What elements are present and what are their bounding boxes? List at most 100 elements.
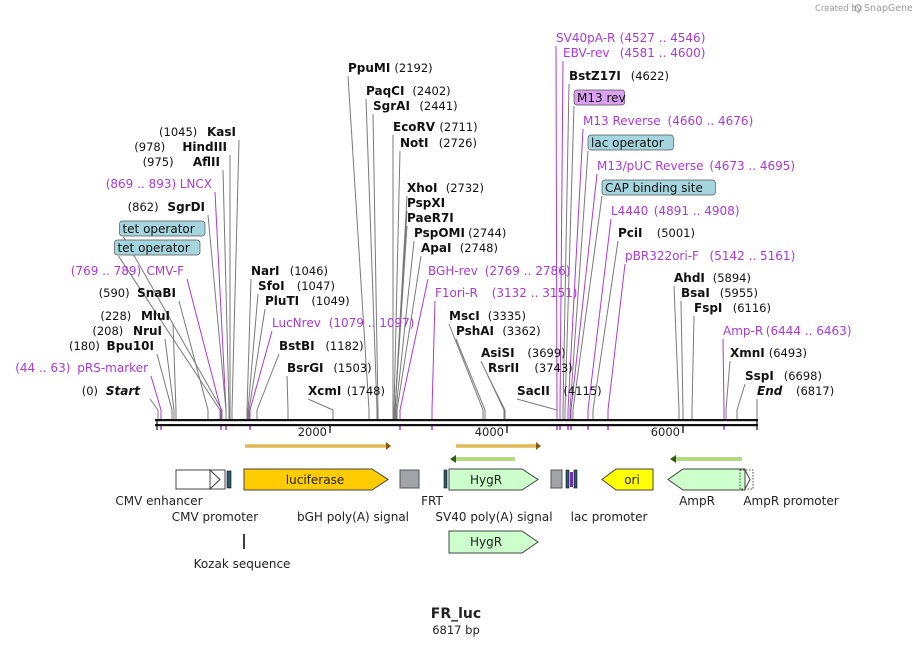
site-name-cap-binding-site: CAP binding site [605,181,703,195]
site-name-pspomi: PspOMI [414,226,465,240]
site-name-ebv-rev: EBV-rev [563,46,609,60]
site-pos-nari: (1046) [290,264,328,278]
site-pos-m13-puc-reverse: (4673 .. 4695) [709,159,795,173]
site-pos-amp-r: (6444 .. 6463) [766,324,852,338]
site-pos-asisi: (3699) [527,346,565,360]
site-name-xmni: XmnI [730,346,765,360]
site-pos-f1ori-r: (3132 .. 3151) [492,286,578,300]
site-name-xcmi: XcmI [308,384,341,398]
leader-bstbi [256,353,280,411]
orf-arrows [245,442,742,463]
leader-m13-puc-reverse [570,173,598,411]
site-name-bsrgi: BsrGI [287,361,324,375]
site-pos-lucnrev: (1079 .. 1097) [329,316,415,330]
site-name-sgrdi: SgrDI [167,200,205,214]
leader-xmni [725,360,731,411]
site-name-pluti: PluTI [265,294,299,308]
leader-start [149,398,159,411]
leader-kasi [231,139,240,411]
site-name-bstbi: BstBI [279,339,315,353]
ampr-feature[interactable] [667,468,746,491]
site-name-mlui: MluI [141,309,170,323]
site-pos-bsrgi: (1503) [333,361,371,375]
site-pos-bsai: (5955) [720,286,758,300]
site-name-fspi: FspI [694,301,722,315]
cmv-promoter-feature[interactable] [226,470,232,489]
leader-xcmi [307,398,334,411]
cmv-enhancer-feature[interactable] [175,468,226,491]
site-pos-ecorv: (2711) [439,120,477,134]
leader-pspomi [395,240,415,411]
backbone [155,419,758,430]
site-pos-sv40pa-r: (4527 .. 4546) [620,31,706,45]
site-name-sfoi: SfoI [258,279,285,293]
site-name-ppumi: PpuMI [348,61,390,75]
site-pos-cmv-f: (769 .. 789) [71,264,141,278]
site-name-rsrii: RsrII [488,361,519,375]
site-name-hindiii: HindIII [182,140,227,154]
leader-f1ori-r [431,300,436,411]
leader-cmv-f [186,278,222,411]
site-name-pspxi: PspXI [407,196,445,210]
ori-feature[interactable] [601,468,654,491]
site-name-apai: ApaI [421,241,451,255]
site-name-pshai: PshAI [456,324,494,338]
site-labels: KasI(1045)HindIII(978)AflII(975)LNCX(869… [15,31,851,398]
site-pos-prs-marker: (44 .. 63) [15,361,70,375]
site-pos-m13-reverse: (4660 .. 4676) [668,114,754,128]
scale-tick-label: 4000 [475,425,504,439]
site-pos-sgrai: (2441) [419,99,457,113]
hygr-feature[interactable] [448,468,539,491]
leader-mlui [172,323,177,411]
lac-promoter-feature[interactable] [573,469,578,489]
site-box-tet-operator [119,220,206,237]
leader-lac-operator [569,150,589,411]
ampr-label: AmpR [679,494,715,508]
bgh-polya-feature[interactable] [399,469,420,489]
luciferase-feature[interactable] [243,468,389,491]
site-box-lac-operator [587,134,674,151]
site-name-m13-reverse: M13 Reverse [583,114,661,128]
site-pos-apai: (2748) [460,241,498,255]
leader-aflii [222,169,230,411]
plasmid-name: FR_luc [431,606,481,622]
site-name-asisi: AsiSI [481,346,515,360]
brand-text: SnapGene [864,3,912,14]
leader-sgrai [372,113,379,411]
scale-tick-label: 6000 [651,425,680,439]
leader-bsai [680,300,684,411]
frt-feature[interactable] [443,469,448,489]
site-name-lncx: LNCX [180,177,212,191]
sv40-label: SV40 poly(A) signal [435,510,552,524]
site-pos-sfoi: (1047) [297,279,335,293]
cmv-enhancer-label: CMV enhancer [115,494,202,508]
site-name-tet-operator: tet operator [122,222,194,236]
site-name-sacii: SacII [517,384,550,398]
leader-tet-operator [118,255,221,411]
sv40-polya-feature[interactable] [550,469,563,489]
leader-sacii [516,398,558,411]
site-pos-aflii: (975) [143,155,174,169]
leader-pcii [592,240,619,411]
site-pos-ppumi: (2192) [394,61,432,75]
leader-paqci [365,98,378,411]
site-pos-sacii: (4115) [563,384,601,398]
site-pos-xhoi: (2732) [446,181,484,195]
site-pos-ahdi: (5894) [713,271,751,285]
leader-m13-reverse [567,128,584,411]
leader-apai [396,255,422,411]
ampr-promoter-feature[interactable] [744,469,751,490]
leader-sgrdi [207,214,227,411]
snapgene-logo: SnapGene [854,3,912,14]
leader-tet-operator [123,236,223,411]
site-pos-noti: (2726) [439,136,477,150]
leader-ebv-rev [559,60,564,411]
site-name-paer7i: PaeR7I [407,211,454,225]
leader-bsrgi [286,375,289,411]
site-name-ahdi: AhdI [674,271,705,285]
hygr-feature-2[interactable] [448,530,539,554]
leader-pluti [248,308,266,411]
site-pos-fspi: (6116) [733,301,771,315]
leader-prs-marker [150,375,162,411]
start-label: Start [106,384,141,398]
